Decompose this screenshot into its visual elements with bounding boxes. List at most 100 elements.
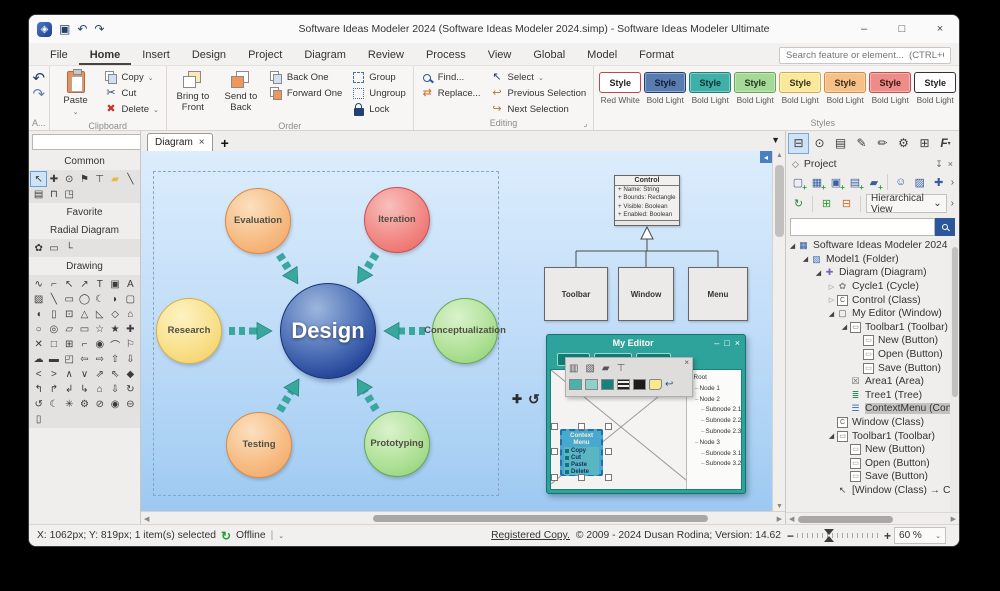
tree-row[interactable]: ◢▭Toolbar1 (Toolbar): [786, 429, 959, 443]
redo-icon[interactable]: ↷: [94, 22, 105, 36]
zoom-level-combo[interactable]: 60 % ⌄: [894, 527, 947, 544]
delete-button[interactable]: ✖ Delete⌄: [106, 103, 159, 116]
drawing-shape-icon[interactable]: ⇩: [126, 353, 135, 365]
tree-row[interactable]: ▭New (Button): [786, 443, 959, 457]
offline-status[interactable]: Offline: [236, 530, 266, 541]
toolbar-overflow-icon[interactable]: ›: [950, 176, 955, 188]
tree-row[interactable]: ◢▭Toolbar1 (Toolbar): [786, 321, 959, 335]
paste-button[interactable]: Paste⌄: [53, 68, 99, 120]
drawing-shape-icon[interactable]: ⚙: [80, 398, 89, 410]
people-icon[interactable]: ☺: [895, 176, 907, 188]
tree-expand-icon[interactable]: ◢: [841, 324, 848, 332]
drawing-shape-icon[interactable]: ↻: [126, 383, 135, 395]
group-button[interactable]: Group: [348, 70, 409, 85]
add-project-icon[interactable]: ▢+: [792, 176, 807, 193]
save-icon[interactable]: ▣: [59, 22, 71, 36]
drawing-shape-icon[interactable]: ★: [110, 323, 120, 335]
drawing-shape-icon[interactable]: ◉: [95, 338, 105, 350]
drawing-shape-icon[interactable]: >: [51, 368, 57, 380]
feature-search-input[interactable]: [779, 47, 951, 64]
drawing-shape-icon[interactable]: ◰: [64, 353, 74, 365]
tree-expand-icon[interactable]: ▷: [828, 297, 835, 305]
tree-row[interactable]: ▭Open (Button): [786, 457, 959, 471]
tree-expand-icon[interactable]: ◢: [802, 256, 809, 264]
tree-row[interactable]: ▭New (Button): [786, 334, 959, 348]
drawing-shape-icon[interactable]: ⌒: [110, 340, 121, 352]
add-element-icon[interactable]: ▰+: [869, 176, 883, 193]
menu-item-design[interactable]: Design: [191, 49, 227, 61]
tree-row[interactable]: ◢✚Diagram (Diagram): [786, 266, 959, 280]
image-icon[interactable]: ▨: [914, 176, 925, 189]
documentation-icon[interactable]: ▤: [834, 136, 847, 150]
add-document-icon[interactable]: ▤+: [849, 176, 864, 193]
drawing-shape-icon[interactable]: ∿: [34, 278, 43, 290]
drawing-shape-icon[interactable]: ☾: [49, 398, 59, 410]
model-structure-icon[interactable]: ⊟: [788, 132, 809, 154]
find-button[interactable]: Find...: [417, 70, 485, 85]
redo-icon[interactable]: ↷: [32, 86, 46, 103]
radial-node-research[interactable]: Research: [156, 298, 222, 364]
drawing-shape-icon[interactable]: ◇: [111, 308, 119, 320]
canvas-vscrollbar[interactable]: ▲ ▼: [772, 151, 785, 511]
toolbox-section-favorite[interactable]: Favorite: [66, 207, 103, 218]
settings-icon[interactable]: ⚙: [898, 136, 909, 150]
toolbox-search-input[interactable]: [32, 134, 140, 150]
send-to-back-button[interactable]: Send to Back: [218, 68, 264, 120]
copy-button[interactable]: Copy⌄: [101, 70, 163, 85]
close-button[interactable]: ×: [936, 23, 944, 35]
toolbox-section-radial-diagram[interactable]: Radial Diagram: [50, 225, 119, 236]
style-chip-preview[interactable]: Style: [914, 72, 957, 93]
drawing-shape-icon[interactable]: ○: [35, 323, 42, 335]
drawing-shape-icon[interactable]: △: [80, 308, 89, 320]
menu-item-home[interactable]: Home: [78, 47, 132, 65]
radial-node-evaluation[interactable]: Evaluation: [225, 188, 291, 254]
tree-row[interactable]: ▷✿Cycle1 (Cycle): [786, 280, 959, 294]
print-icon[interactable]: ⊞: [919, 136, 930, 150]
undo-icon[interactable]: ↶: [77, 22, 88, 36]
tree-expand-icon[interactable]: ◢: [828, 433, 835, 441]
pin-icon[interactable]: ↧: [935, 158, 943, 169]
drawing-shape-icon[interactable]: ◺: [95, 308, 104, 320]
drawing-shape-icon[interactable]: ∧: [65, 368, 73, 380]
cut-button[interactable]: ✂ Cut: [106, 87, 137, 100]
drawing-shape-icon[interactable]: ▯: [51, 308, 57, 320]
selection-handle[interactable]: [605, 423, 612, 430]
drawing-shape-icon[interactable]: ⇖: [110, 368, 120, 380]
mock-window-my-editor[interactable]: My Editor–□×NewOpenSaveRootNode 1Node 2S…: [546, 334, 746, 494]
drawing-shape-icon[interactable]: ▱: [65, 323, 74, 335]
drawing-shape-icon[interactable]: ✚: [126, 323, 135, 335]
new-tab-button[interactable]: +: [220, 135, 229, 151]
drawing-shape-icon[interactable]: ∨: [80, 368, 89, 380]
add-folder-icon[interactable]: ▦+: [811, 176, 826, 193]
canvas-corner-icon[interactable]: ◂: [760, 151, 772, 163]
drawing-shape-icon[interactable]: ▢: [125, 293, 136, 305]
tree-row[interactable]: ◢▧Model1 (Folder): [786, 253, 959, 267]
drawing-shape-icon[interactable]: ✳: [65, 398, 74, 410]
drawing-shape-icon[interactable]: ◯: [78, 293, 91, 305]
radial-node-iteration[interactable]: Iteration: [364, 187, 430, 253]
drawing-shape-icon[interactable]: ⇧: [110, 353, 120, 365]
tree-row[interactable]: ☒Area1 (Area): [786, 375, 959, 389]
replace-button[interactable]: ⇄ Replace...: [422, 87, 481, 100]
selection-handle[interactable]: [605, 474, 612, 481]
menu-item-review[interactable]: Review: [367, 49, 404, 61]
bring-to-front-button[interactable]: Bring to Front: [170, 68, 216, 120]
lock-button[interactable]: Lock: [348, 102, 409, 117]
uml-class-toolbar[interactable]: Toolbar: [544, 267, 608, 321]
drawing-shape-icon[interactable]: ⚐: [125, 338, 135, 350]
tree-expand-icon[interactable]: ◢: [828, 310, 835, 318]
selection-handle[interactable]: [605, 448, 612, 455]
tab-list-dropdown-icon[interactable]: ▼: [771, 135, 780, 145]
style-chip-preview[interactable]: Style: [779, 72, 822, 93]
project-search-input[interactable]: [790, 218, 935, 236]
selection-handle[interactable]: [551, 448, 558, 455]
ungroup-button[interactable]: Ungroup: [348, 86, 409, 101]
menu-item-model[interactable]: Model: [587, 49, 618, 61]
back-one-button[interactable]: Back One: [266, 70, 346, 85]
style-chip-preview[interactable]: Style: [734, 72, 777, 93]
